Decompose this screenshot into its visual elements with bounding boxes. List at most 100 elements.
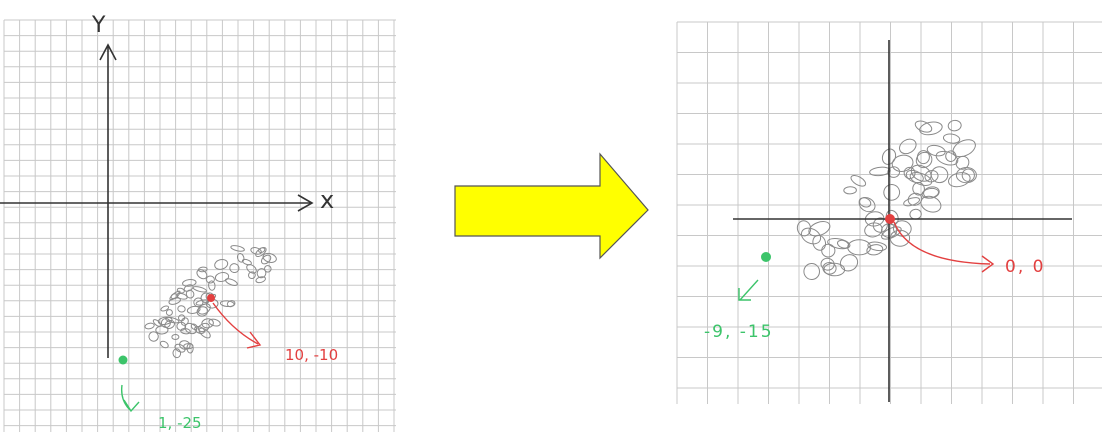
right-panel: 0, 0 -9, -15	[676, 21, 1102, 404]
transform-arrow-icon	[454, 152, 649, 260]
right-blob	[919, 121, 943, 136]
left-blob	[214, 271, 230, 283]
right-point-cloud	[796, 119, 977, 280]
right-blob	[839, 254, 859, 272]
left-red-arrow	[212, 302, 259, 345]
left-blob	[205, 275, 215, 284]
left-x-axis-arrowhead	[297, 194, 314, 212]
left-blob	[264, 265, 272, 273]
left-blob	[182, 279, 197, 287]
right-red-point	[885, 214, 895, 224]
right-blob	[955, 167, 977, 184]
left-blob	[236, 252, 245, 263]
left-blob	[177, 305, 186, 313]
left-blob	[164, 316, 180, 324]
left-blob	[192, 286, 207, 293]
right-blob	[867, 241, 888, 252]
right-blob	[883, 184, 901, 201]
left-red-arrowhead	[246, 331, 262, 349]
right-blob	[914, 120, 933, 133]
right-blob	[803, 263, 821, 280]
left-blob	[179, 340, 191, 350]
left-grid	[3, 19, 396, 432]
left-blob	[256, 268, 267, 279]
right-blob	[909, 208, 922, 220]
right-blob	[921, 187, 939, 199]
right-blob	[869, 166, 891, 177]
right-blob	[935, 150, 959, 166]
left-blob	[214, 258, 229, 270]
right-blob	[926, 144, 946, 157]
right-blob	[903, 166, 916, 180]
left-blob	[241, 258, 252, 266]
left-blob	[262, 252, 277, 263]
right-green-point-label: -9, -15	[704, 322, 774, 342]
left-blob	[178, 314, 186, 322]
left-blob	[160, 305, 170, 312]
left-blob	[148, 331, 159, 342]
left-blob	[180, 328, 191, 335]
left-x-axis-label: x	[320, 186, 334, 214]
left-blob	[176, 292, 188, 300]
left-point-cloud	[144, 245, 277, 359]
left-blob	[208, 318, 221, 327]
left-blob	[229, 263, 240, 274]
left-blob	[246, 264, 257, 274]
left-blob	[174, 343, 186, 353]
left-red-point-label: 10, -10	[285, 346, 338, 364]
right-blob	[892, 220, 912, 237]
left-blob	[155, 325, 169, 335]
right-blob	[948, 172, 971, 188]
left-blob	[180, 317, 189, 326]
left-blob	[183, 284, 194, 292]
left-green-point	[118, 355, 128, 365]
right-blob	[920, 195, 942, 213]
right-blob	[822, 261, 837, 275]
right-blob	[907, 192, 923, 206]
left-blob	[176, 287, 185, 294]
left-blob	[230, 245, 245, 252]
left-red-point	[207, 294, 215, 302]
left-blob	[258, 247, 266, 253]
left-blob	[157, 316, 173, 326]
right-blob	[843, 186, 857, 195]
left-blob	[248, 271, 256, 280]
right-green-arrow	[739, 279, 759, 301]
right-blob	[847, 239, 872, 256]
right-blob	[947, 119, 962, 132]
right-blob	[850, 174, 867, 187]
right-blob	[945, 150, 957, 162]
left-y-axis-arrowhead	[99, 43, 117, 61]
right-blob	[812, 234, 827, 251]
left-blob	[194, 326, 206, 334]
right-blob	[899, 138, 917, 155]
right-blob	[821, 243, 836, 258]
left-blob	[208, 280, 216, 291]
right-blob	[909, 172, 933, 186]
left-blob	[186, 305, 201, 314]
left-blob	[172, 348, 182, 359]
left-blob	[171, 333, 180, 341]
right-red-point-label: 0, 0	[1005, 257, 1045, 277]
right-blob	[905, 169, 924, 184]
right-blob	[955, 155, 970, 170]
left-green-arrowhead	[123, 399, 140, 413]
left-blob	[165, 309, 173, 316]
right-green-arrowhead	[738, 288, 751, 301]
right-blob	[827, 238, 851, 250]
right-blob	[836, 239, 850, 249]
right-red-arrowhead	[981, 255, 995, 273]
left-blob	[197, 303, 211, 315]
right-blob	[961, 168, 975, 182]
left-blob	[219, 300, 235, 308]
right-blob	[887, 166, 901, 178]
right-blob	[796, 220, 812, 237]
left-y-axis-label: Y	[91, 13, 106, 38]
right-red-arrow	[893, 221, 991, 265]
left-blob	[159, 340, 169, 349]
right-blob	[800, 227, 822, 245]
left-blob	[224, 278, 238, 286]
left-blob	[201, 318, 214, 329]
right-blob	[942, 133, 961, 144]
left-blob	[169, 290, 181, 301]
